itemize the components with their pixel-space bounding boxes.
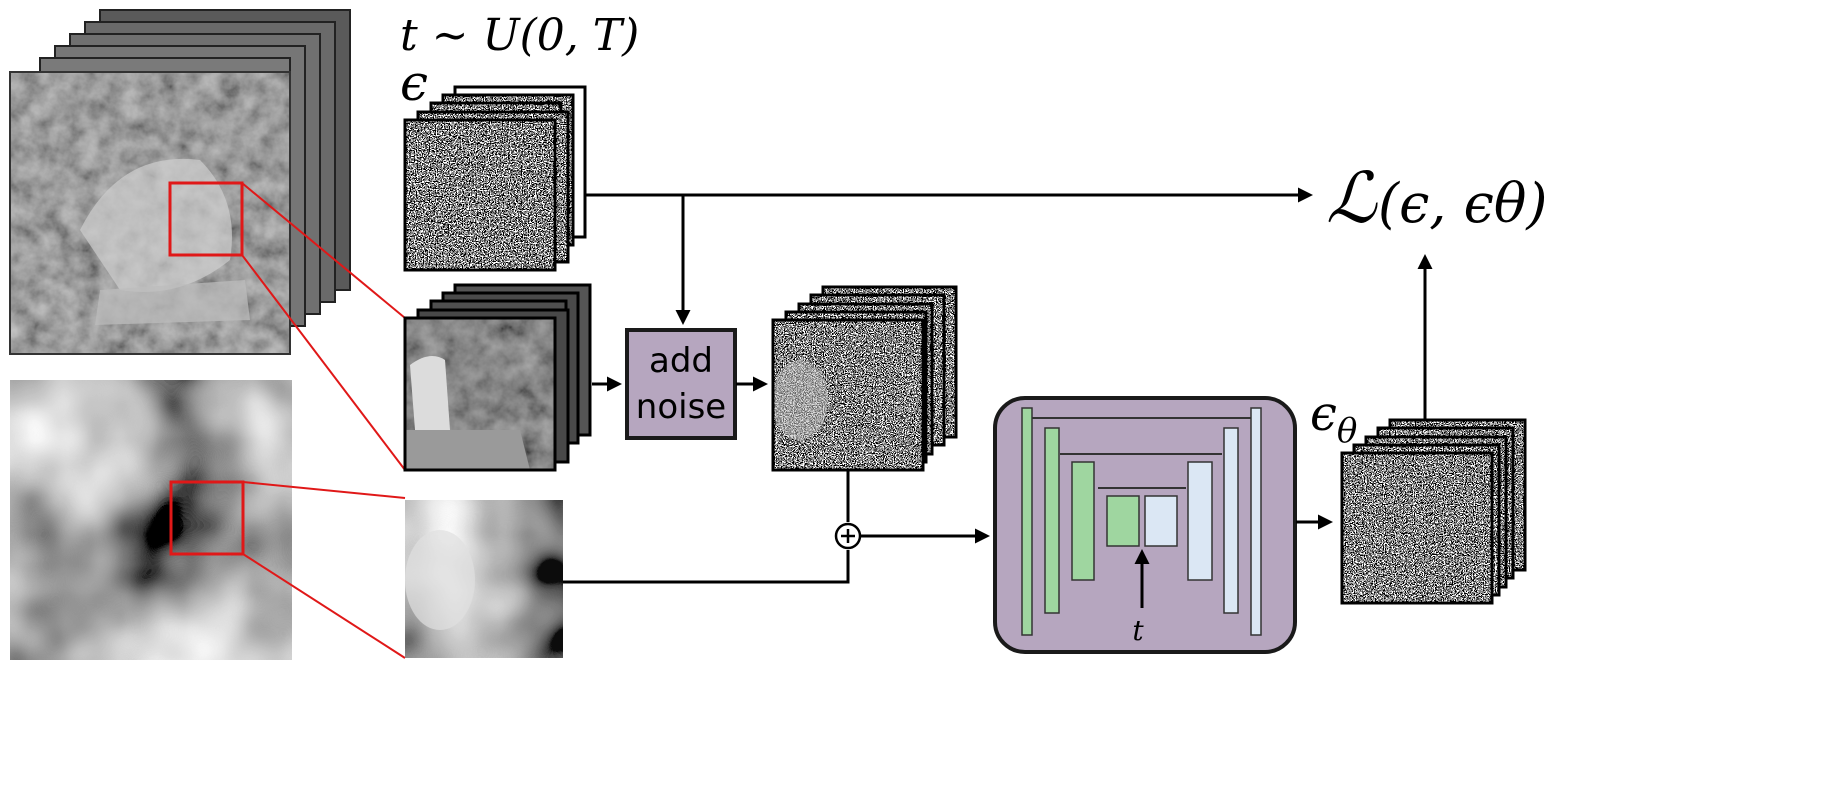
noisy-frame-stack xyxy=(771,285,958,472)
depth-map xyxy=(10,380,292,660)
encoder-block-1 xyxy=(1021,407,1033,636)
epsilon-theta-label: ϵθ xyxy=(1310,386,1357,451)
video-frame xyxy=(9,71,291,355)
add-noise-label-line1: add xyxy=(649,341,713,381)
predicted-noise-stack xyxy=(1340,418,1527,605)
unet-denoiser: t xyxy=(993,396,1297,654)
bottleneck-decoder xyxy=(1144,495,1178,547)
epsilon-label: ϵ xyxy=(400,54,428,112)
video-frame-stack xyxy=(9,9,351,355)
decoder-block-2 xyxy=(1223,427,1239,614)
loss-args-label: (ϵ, ϵθ) xyxy=(1378,172,1547,235)
loss-script-label: ℒ xyxy=(1326,157,1378,239)
timestep-input-label: t xyxy=(1132,614,1144,647)
depth-map-crop xyxy=(405,500,563,658)
circle-plus-icon xyxy=(834,522,862,550)
add-noise-box: add noise xyxy=(625,328,737,440)
encoder-block-3 xyxy=(1071,461,1095,581)
flow-arrows xyxy=(563,187,1433,584)
zoom-connectors xyxy=(241,182,406,659)
bottleneck-encoder xyxy=(1106,495,1140,547)
zoom-box-map xyxy=(169,480,245,556)
noise-epsilon-stack xyxy=(403,85,587,272)
zoom-box-frame xyxy=(168,181,244,257)
timestep-sampling-label: t ∼ U(0, T) xyxy=(400,10,639,61)
crop-frame xyxy=(403,316,557,472)
decoder-block-1 xyxy=(1250,407,1262,636)
encoder-block-2 xyxy=(1044,427,1060,614)
line-map-to-concat xyxy=(563,550,850,584)
add-noise-label-line2: noise xyxy=(636,387,726,427)
frame-crop-stack xyxy=(403,283,592,472)
decoder-block-3 xyxy=(1187,461,1213,581)
